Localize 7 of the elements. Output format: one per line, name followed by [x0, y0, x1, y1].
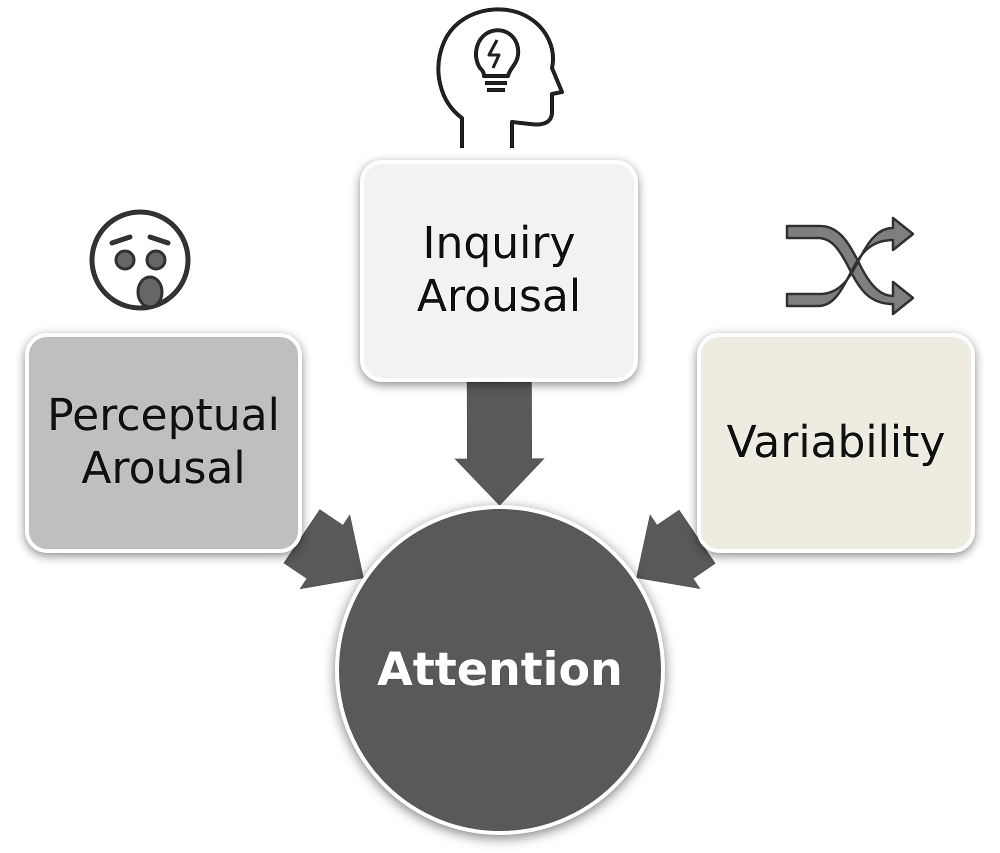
block-arrow	[636, 510, 716, 589]
node-label: Attention	[376, 642, 624, 698]
node-label: Inquiry Arousal	[416, 218, 582, 324]
node-label: Perceptual Arousal	[46, 390, 281, 496]
block-arrow	[283, 509, 364, 590]
node-label: Variability	[726, 416, 946, 470]
block-arrow	[454, 381, 545, 506]
